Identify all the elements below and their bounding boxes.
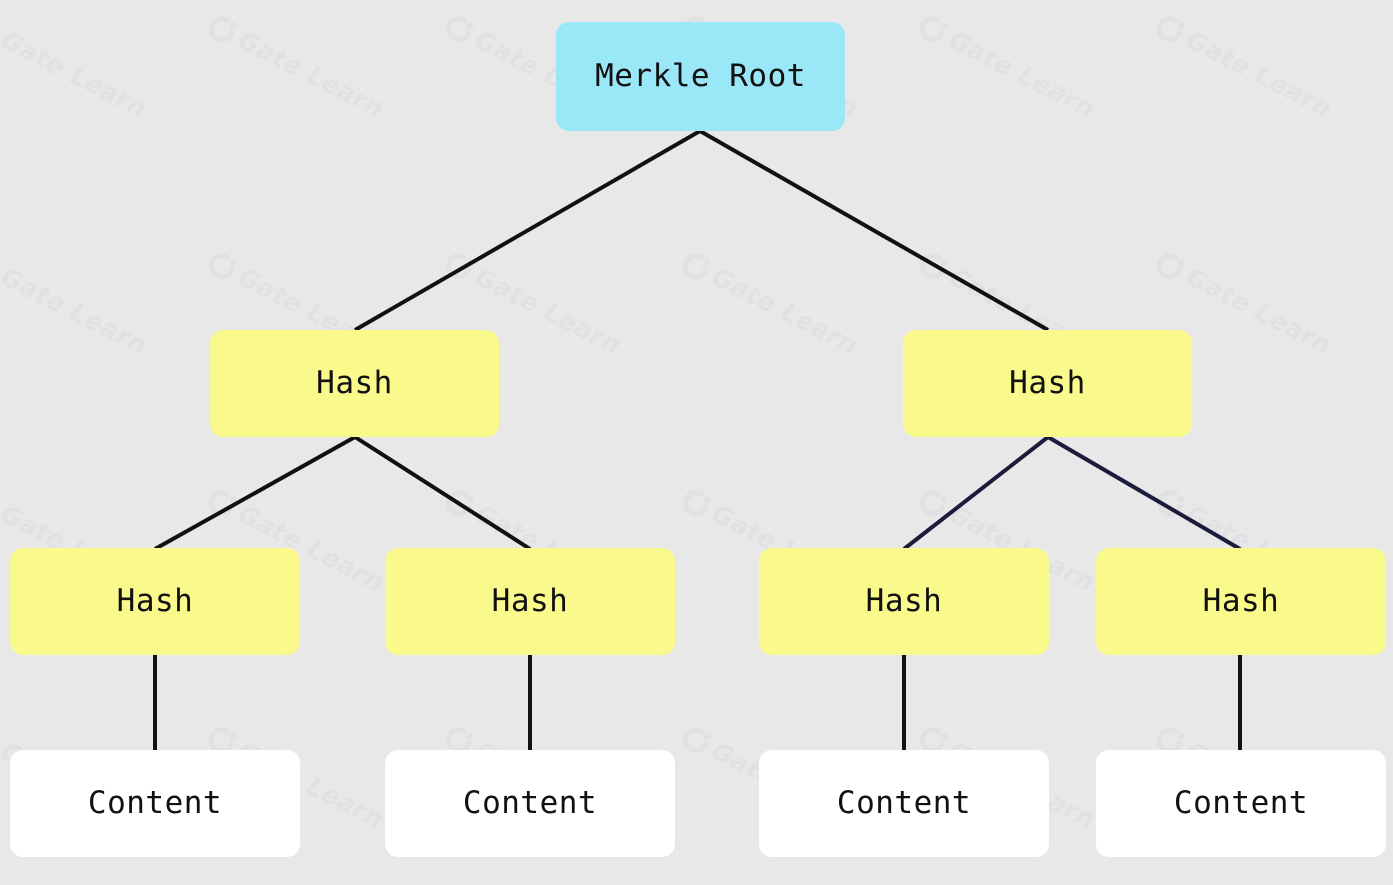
node-content-2-label: Content bbox=[462, 785, 598, 821]
edge-root-to-hash-left bbox=[354, 129, 701, 332]
node-content-1-label: Content bbox=[87, 785, 223, 821]
node-hash-level1-left[interactable]: Hash bbox=[210, 330, 499, 437]
node-content-2[interactable]: Content bbox=[385, 750, 675, 857]
node-content-1[interactable]: Content bbox=[10, 750, 300, 857]
node-hash-level2-1-label: Hash bbox=[116, 583, 194, 619]
node-hash-level2-2-label: Hash bbox=[491, 583, 569, 619]
node-hash-level1-right[interactable]: Hash bbox=[903, 330, 1192, 437]
node-hash-level2-4-label: Hash bbox=[1202, 583, 1280, 619]
node-merkle-root[interactable]: Merkle Root bbox=[556, 22, 845, 131]
node-merkle-root-label: Merkle Root bbox=[595, 58, 806, 94]
node-hash-level2-3[interactable]: Hash bbox=[759, 548, 1049, 655]
node-content-3-label: Content bbox=[836, 785, 972, 821]
node-hash-level2-2[interactable]: Hash bbox=[385, 548, 675, 655]
node-content-4[interactable]: Content bbox=[1096, 750, 1386, 857]
edge-hash-right-to-hash-4 bbox=[1046, 435, 1242, 551]
node-content-3[interactable]: Content bbox=[759, 750, 1049, 857]
node-hash-level2-3-label: Hash bbox=[865, 583, 943, 619]
node-hash-level1-right-label: Hash bbox=[1009, 365, 1086, 401]
edge-hash-left-to-hash-2 bbox=[353, 435, 532, 551]
node-hash-level2-1[interactable]: Hash bbox=[10, 548, 300, 655]
node-content-4-label: Content bbox=[1173, 785, 1309, 821]
edge-hash-left-to-hash-1 bbox=[154, 435, 356, 551]
edge-root-to-hash-right bbox=[699, 129, 1049, 332]
node-hash-level2-4[interactable]: Hash bbox=[1096, 548, 1386, 655]
edge-hash-right-to-hash-3 bbox=[902, 435, 1050, 551]
node-hash-level1-left-label: Hash bbox=[316, 365, 393, 401]
